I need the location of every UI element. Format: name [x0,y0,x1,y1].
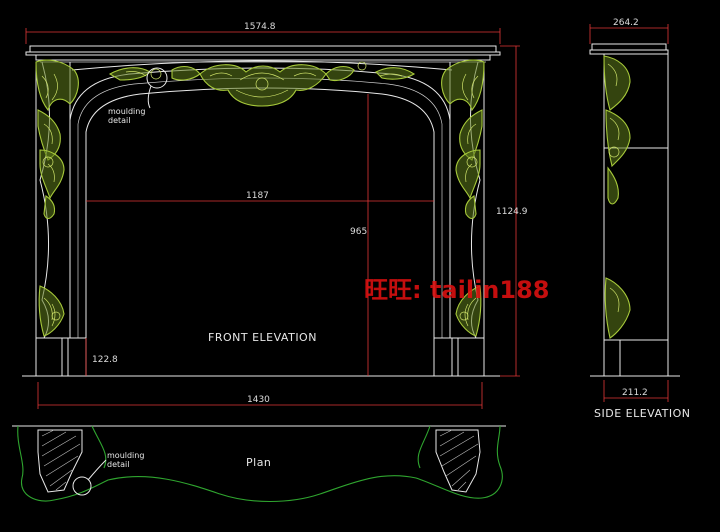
side-ornament [603,55,631,339]
front-elevation-label: FRONT ELEVATION [208,331,317,344]
plan-view: moulding detail Plan [12,425,506,502]
left-plinth [35,337,87,377]
dim-side-base-depth: 211.2 [622,388,648,398]
moulding-leader [147,85,152,109]
plan-moulding-note-line1: moulding [107,451,144,460]
side-dimensions: 264.2 211.2 [589,18,669,402]
plan-left-leg [37,429,83,493]
plan-moulding-note-line2: detail [107,460,129,469]
plan-moulding-callout [72,476,92,496]
moulding-note-line2: detail [108,116,130,125]
frieze-ornament [108,61,416,107]
mantel-shelf [25,45,501,61]
dim-overall-height: 1124.9 [496,207,528,217]
plan-moulding-leader [87,459,107,481]
watermark-text: 旺旺: tailin188 [364,276,549,304]
dim-side-top-depth: 264.2 [613,18,639,28]
right-ornament [441,59,485,337]
side-elevation: 264.2 211.2 SIDE ELEVATION [589,18,691,420]
dim-overall-width: 1574.8 [244,22,276,32]
side-shelf [589,43,669,55]
plan-inner-line [91,425,431,469]
plan-right-leg [435,429,481,493]
moulding-callout-circle [146,67,168,89]
dim-plinth-height: 122.8 [92,355,118,365]
front-dimensions: 1574.8 1187 965 1124.9 122.8 1430 [25,22,528,409]
dim-base-width: 1430 [247,395,270,405]
side-elevation-label: SIDE ELEVATION [594,407,691,420]
plan-outline [17,425,503,502]
front-elevation: moulding detail 1574.8 1187 965 1124.9 1… [22,22,528,409]
dim-opening-width: 1187 [246,191,269,201]
frieze-band [71,60,453,71]
dim-opening-height: 965 [350,227,367,237]
right-plinth [433,337,485,377]
left-ornament [35,59,79,337]
plan-label: Plan [246,456,271,469]
moulding-note-line1: moulding [108,107,145,116]
side-plinth [603,339,669,377]
